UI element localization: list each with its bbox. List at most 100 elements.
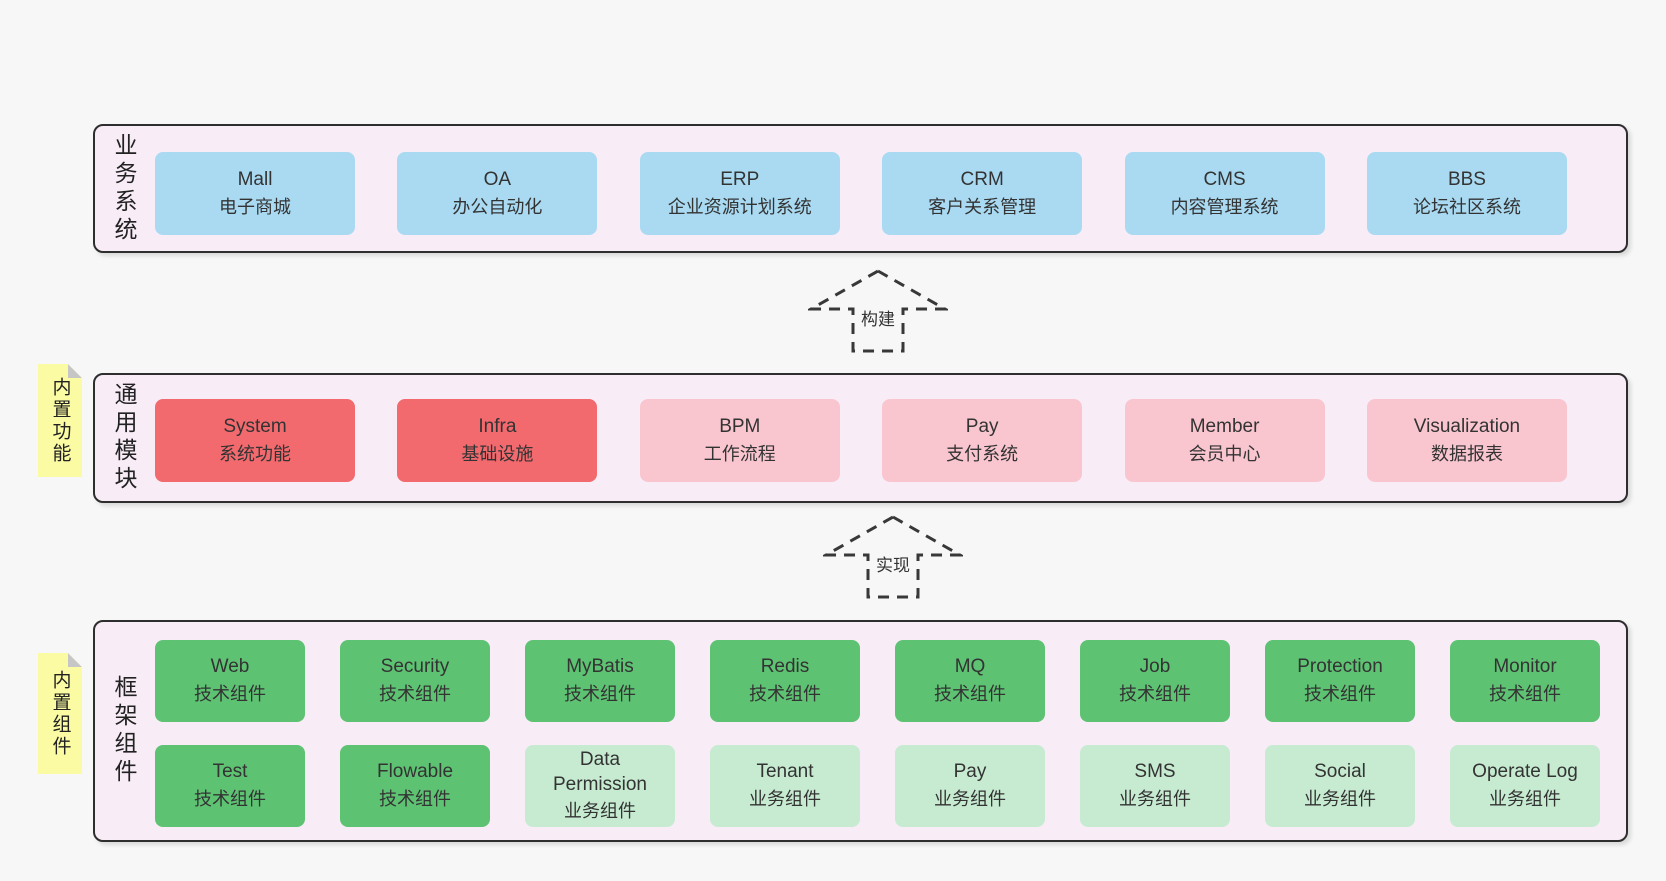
box-title: Pay [953, 761, 987, 783]
box-title: Tenant [756, 761, 814, 783]
box-subtitle: 技术组件 [1304, 684, 1376, 705]
box-title: SMS [1134, 761, 1176, 783]
box-subtitle: 数据报表 [1430, 443, 1503, 464]
up-arrow-implement: 实现 [823, 514, 963, 600]
box-title: OA [483, 168, 512, 190]
box-subtitle: 业务组件 [1304, 789, 1376, 810]
box-subtitle: 业务组件 [1489, 789, 1561, 810]
module-box-bbs: BBS 论坛社区系统 [1366, 152, 1567, 235]
box-subtitle: 论坛社区系统 [1412, 196, 1521, 217]
box-title: System [223, 415, 287, 437]
module-box-protection: Protection 技术组件 [1265, 640, 1415, 722]
module-box-bpm: BPM 工作流程 [639, 399, 840, 482]
folded-corner-icon [68, 653, 82, 667]
box-subtitle: 基础设施 [461, 443, 534, 464]
box-title: Security [380, 656, 450, 678]
module-box-flowable: Flowable 技术组件 [340, 745, 490, 827]
module-box-mq: MQ 技术组件 [895, 640, 1045, 722]
module-box-data-permission: Data Permission 业务组件 [525, 745, 675, 827]
module-box-member: Member 会员中心 [1124, 399, 1325, 482]
box-subtitle: 技术组件 [194, 684, 266, 705]
box-subtitle: 支付系统 [946, 443, 1019, 464]
module-box-visualization: Visualization 数据报表 [1366, 399, 1567, 482]
box-subtitle: 业务组件 [1119, 789, 1191, 810]
panel-common-modules: 通用模块 System 系统功能 Infra 基础设施 BPM 工作流程 Pay 支付系统 Me… [93, 373, 1628, 503]
module-box-monitor: Monitor 技术组件 [1450, 640, 1600, 722]
box-title: Social [1314, 761, 1366, 783]
module-box-system: System 系统功能 [155, 399, 355, 482]
box-title: BBS [1447, 168, 1486, 190]
box-title: Protection [1297, 656, 1383, 678]
box-title: Redis [760, 656, 810, 678]
box-title: BPM [719, 415, 761, 437]
up-arrow-build: 构建 [808, 268, 948, 354]
box-subtitle: 业务组件 [934, 789, 1006, 810]
sticky-label: 内置功能 [49, 376, 71, 465]
module-box-infra: Infra 基础设施 [397, 399, 598, 482]
band-label-business-systems: 业务系统 [111, 132, 137, 245]
module-box-test: Test 技术组件 [155, 745, 305, 827]
band-label-common-modules: 通用模块 [111, 382, 137, 494]
band-label-framework-components: 框架组件 [111, 675, 137, 787]
box-subtitle: 技术组件 [1119, 684, 1191, 705]
box-title: Test [212, 761, 248, 783]
sticky-label: 内置组件 [49, 669, 71, 758]
module-box-redis: Redis 技术组件 [710, 640, 860, 722]
box-subtitle: 工作流程 [703, 443, 776, 464]
sticky-note-builtin-features: 内置功能 [38, 364, 82, 477]
box-subtitle: 内容管理系统 [1170, 196, 1279, 217]
box-title: Job [1139, 656, 1171, 678]
arrow-label-implement: 实现 [873, 550, 913, 577]
box-subtitle: 客户关系管理 [928, 196, 1037, 217]
box-title: MyBatis [566, 656, 634, 678]
box-subtitle: 会员中心 [1188, 443, 1261, 464]
box-title: Operate Log [1472, 761, 1578, 783]
box-title: Member [1189, 415, 1260, 437]
dashed-up-arrow-icon [808, 269, 948, 353]
box-title: CMS [1203, 168, 1246, 190]
box-subtitle: 系统功能 [219, 443, 291, 464]
box-title: Monitor [1493, 656, 1557, 678]
module-box-cms: CMS 内容管理系统 [1124, 152, 1325, 235]
sticky-note-builtin-components: 内置组件 [38, 653, 82, 774]
box-title: Data Permission [553, 749, 647, 795]
box-subtitle: 办公自动化 [452, 196, 543, 217]
box-title: Web [210, 656, 250, 678]
module-box-web: Web 技术组件 [155, 640, 305, 722]
box-title: MQ [954, 656, 986, 678]
module-box-tenant: Tenant 业务组件 [710, 745, 860, 827]
module-box-oa: OA 办公自动化 [397, 152, 598, 235]
box-subtitle: 业务组件 [564, 801, 636, 822]
module-box-mybatis: MyBatis 技术组件 [525, 640, 675, 722]
box-subtitle: 技术组件 [194, 789, 266, 810]
module-box-job: Job 技术组件 [1080, 640, 1230, 722]
module-box-social: Social 业务组件 [1265, 745, 1415, 827]
box-subtitle: 技术组件 [749, 684, 821, 705]
module-box-pay: Pay 业务组件 [895, 745, 1045, 827]
box-subtitle: 业务组件 [749, 789, 821, 810]
module-box-sms: SMS 业务组件 [1080, 745, 1230, 827]
box-subtitle: 技术组件 [379, 789, 451, 810]
box-subtitle: 技术组件 [1489, 684, 1561, 705]
box-title: Visualization [1413, 415, 1521, 437]
box-row: System 系统功能 Infra 基础设施 BPM 工作流程 Pay 支付系统 Member 会… [155, 399, 1567, 482]
arrow-label-build: 构建 [858, 304, 898, 331]
box-subtitle: 技术组件 [564, 684, 636, 705]
box-title: ERP [720, 168, 760, 190]
box-title: Flowable [376, 761, 454, 783]
box-subtitle: 技术组件 [934, 684, 1006, 705]
box-title: Infra [478, 415, 517, 437]
box-subtitle: 电子商城 [219, 196, 291, 217]
box-subtitle: 企业资源计划系统 [667, 196, 812, 217]
box-title: Pay [965, 415, 999, 437]
dashed-up-arrow-icon [823, 515, 963, 599]
module-box-erp: ERP 企业资源计划系统 [639, 152, 840, 235]
module-box-pay: Pay 支付系统 [882, 399, 1083, 482]
